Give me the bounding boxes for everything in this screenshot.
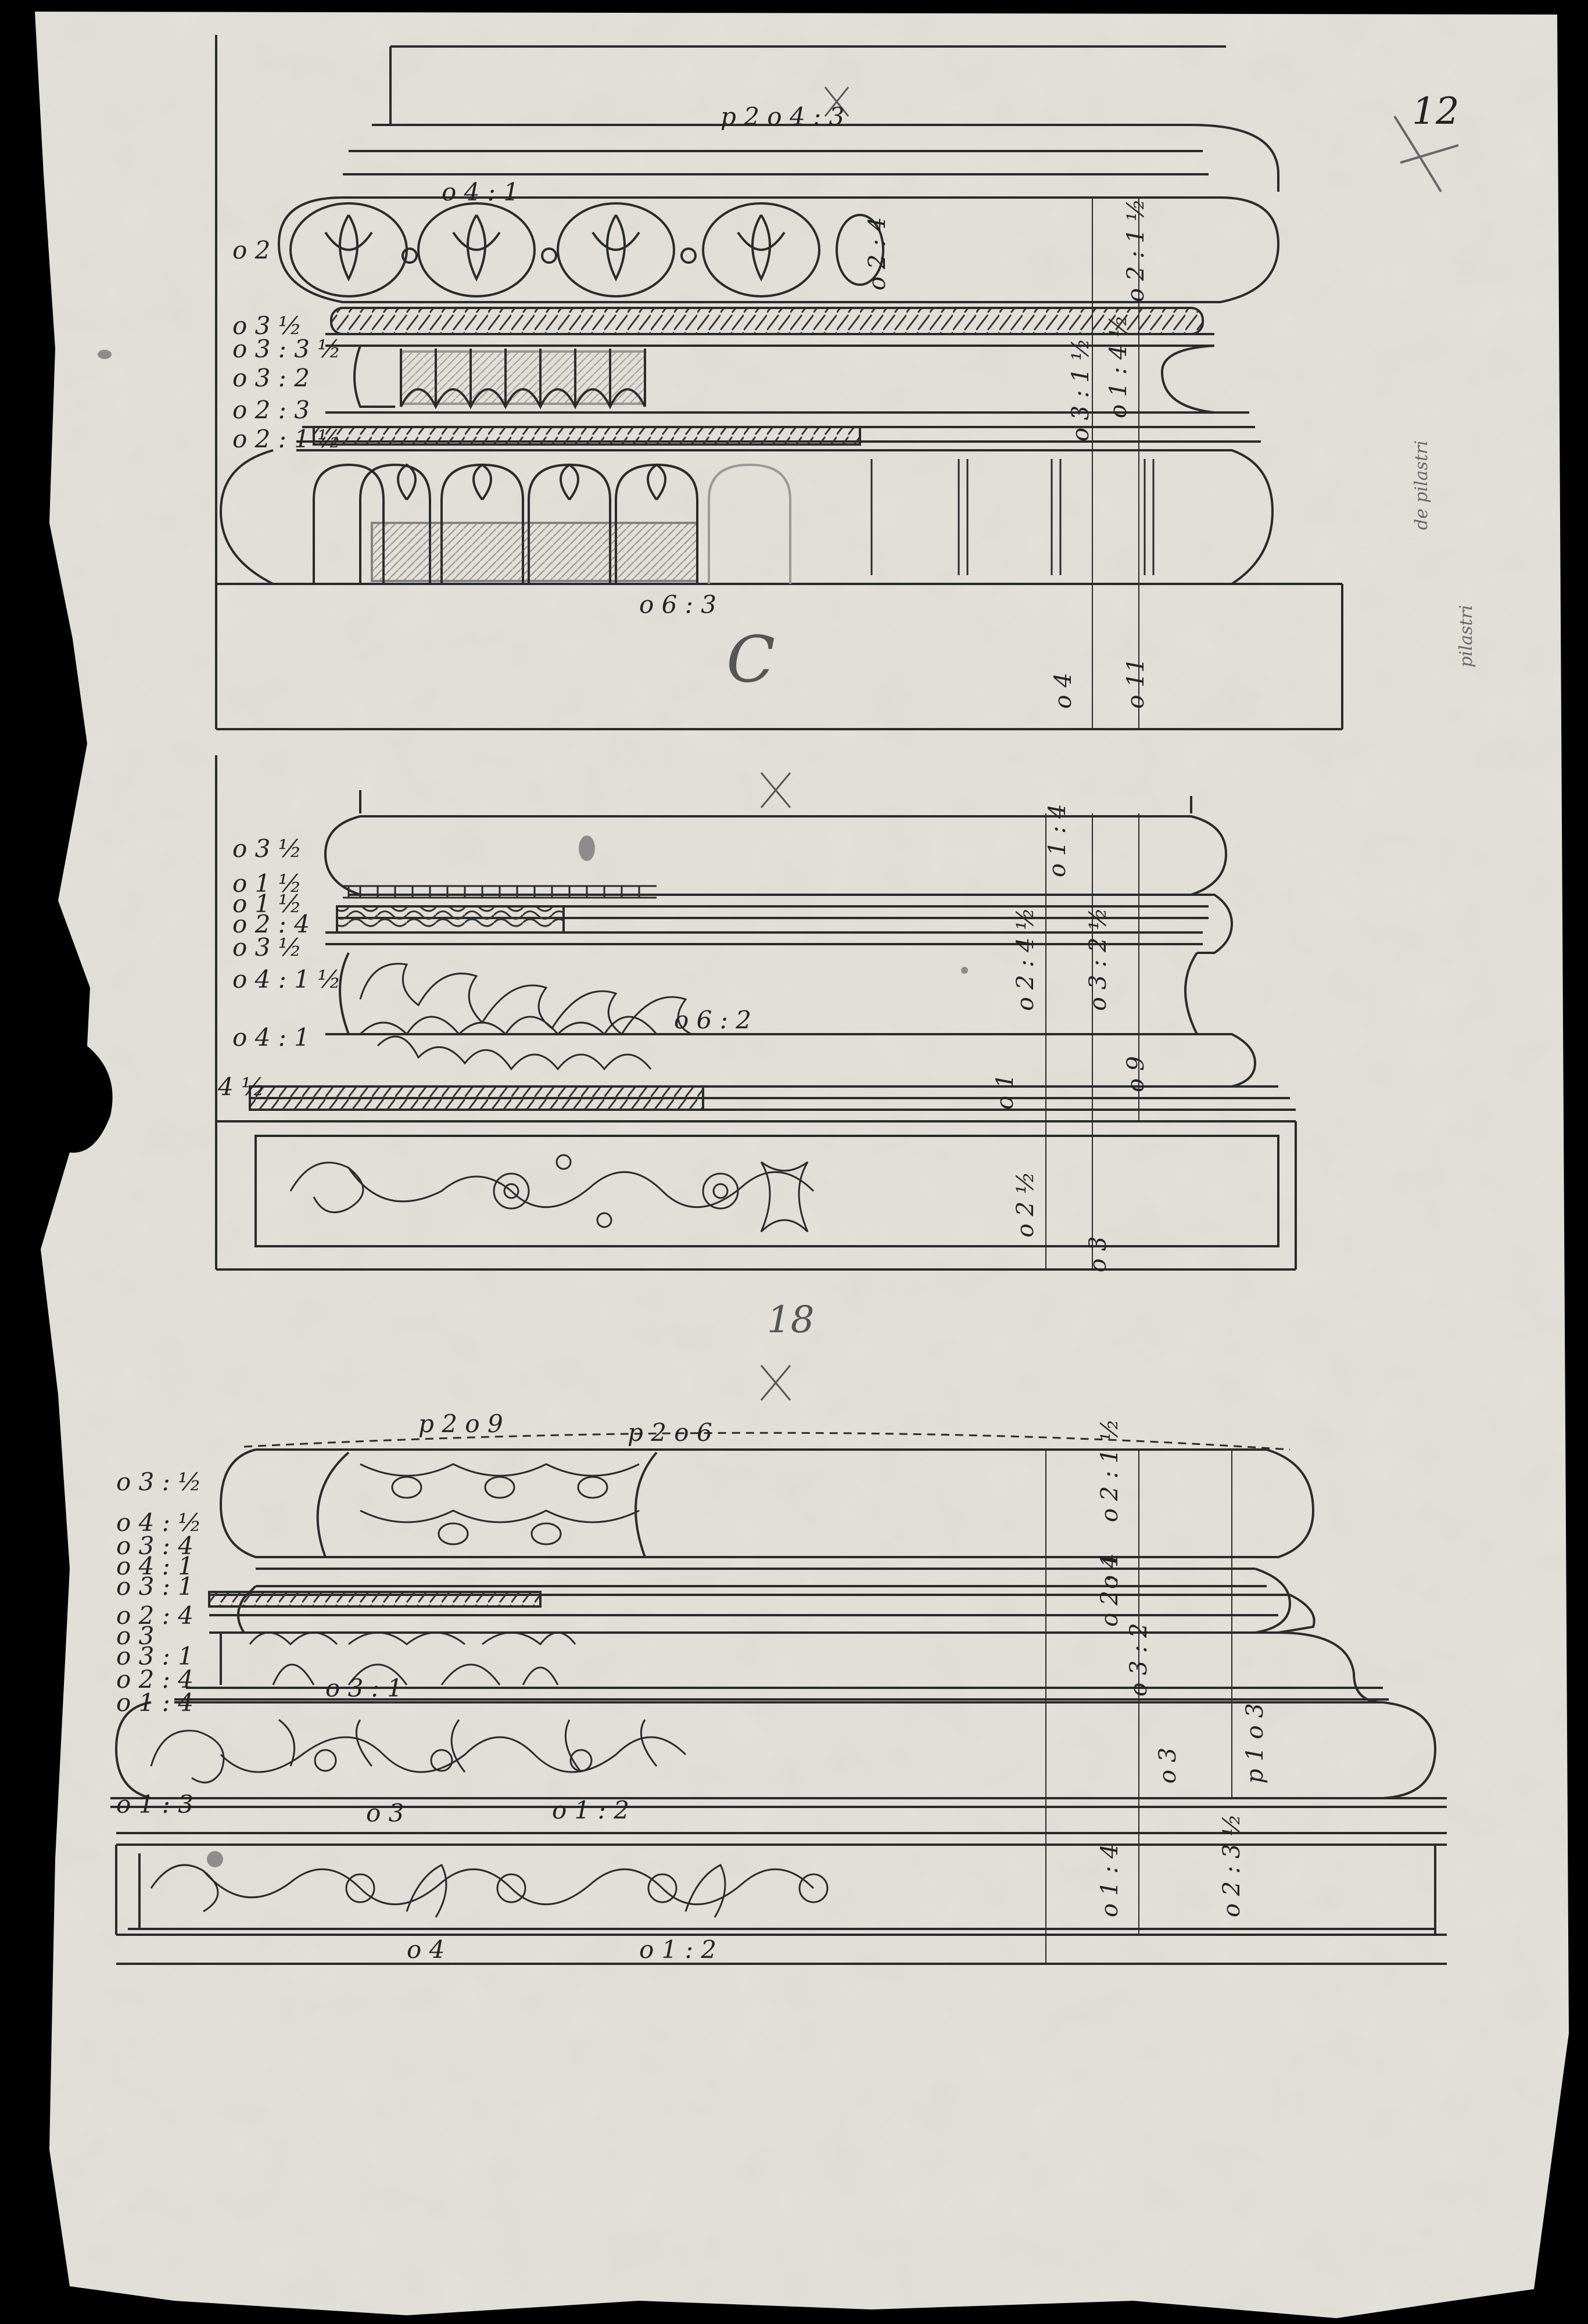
top-dim-inner-1: o 2 : 4 (864, 217, 891, 290)
bottom-dim-left-2: o 3 : 4 (116, 1532, 193, 1560)
top-dim-right-0: o 2 : 1 ½ (1123, 198, 1149, 302)
bottom-dim-left-0: o 3 : ½ (116, 1468, 202, 1496)
top-dim-right-1: o 1 : 4 ½ (1105, 314, 1132, 418)
bottom-dim-left-6: o 3 (116, 1622, 155, 1650)
top-dim-right-2: o 3 : 1 ½ (1067, 338, 1094, 442)
top-dim-left-1: o 3 ½ (232, 311, 302, 340)
bottom-dim-left-10: o 1 : 3 (116, 1790, 193, 1819)
bottom-dim-right-5: p 1 o 3 (1242, 1703, 1268, 1784)
bottom-dim-inner-4: o 1 : 2 (639, 1935, 716, 1964)
top-width-label: p 2 o 4 : 3 (720, 102, 845, 131)
bottom-width-label: p 2 o 9 (418, 1410, 503, 1438)
bottom-dim-left-1: o 4 : ½ (116, 1508, 202, 1537)
mid-dim-right-2: o 3 : 2 ½ (1085, 907, 1112, 1011)
mid-dim-right-5: o 2 ½ (1012, 1171, 1039, 1238)
bottom-width-label-2: p 2 o 6 (628, 1418, 712, 1447)
bottom-dim-left-9: o 1 : 4 (116, 1688, 193, 1717)
bottom-dim-left-4: o 3 : 1 (116, 1572, 193, 1601)
top-letter-c: C (726, 622, 776, 697)
margin-note-1: de pilastri (1411, 440, 1432, 530)
bottom-pedestal-base (110, 1432, 1447, 1965)
bottom-dim-right-2: o 2 : 4 (1096, 1553, 1123, 1627)
top-dim-left-3: o 3 : 2 (232, 364, 310, 392)
top-dim-right-4: o 11 (1123, 658, 1149, 709)
top-dim-inner-0: o 4 : 1 (442, 178, 519, 206)
ink-stains (98, 350, 968, 1867)
top-pedestal-base (215, 35, 1343, 730)
mid-dim-left-1: o 1 ½ (232, 869, 302, 898)
bottom-dim-left-3: o 4 : 1 (116, 1552, 193, 1580)
bottom-dim-right-0: o 2 : 1 ½ (1096, 1418, 1123, 1522)
mid-dim-left-5: o 4 : 1 ½ (232, 965, 341, 994)
bottom-dim-right-4: o 3 (1155, 1747, 1181, 1784)
bottom-dim-inner-0: o 3 : 1 (325, 1674, 403, 1702)
folio-number: 12 (1412, 90, 1460, 133)
mid-dim-right-3: o 9 (1123, 1056, 1149, 1092)
top-dim-right-3: o 4 (1050, 672, 1077, 709)
mid-dim-left-7: 4 ½ (218, 1073, 265, 1101)
top-dim-left-5: o 2 : 1 ½ (232, 425, 341, 453)
mid-dim-left-0: o 3 ½ (232, 834, 302, 863)
bottom-dim-inner-2: o 1 : 2 (552, 1796, 629, 1824)
cross-marks (760, 87, 1459, 1401)
mid-dim-right-6: o 3 (1085, 1236, 1112, 1272)
mid-dim-inner-0: o 6 : 2 (674, 1006, 751, 1034)
mid-dim-right-1: o 2 : 4 ½ (1012, 907, 1039, 1011)
bottom-dim-inner-1: o 3 (366, 1799, 404, 1827)
bottom-dim-right-3: o 3 : 2 (1125, 1623, 1152, 1697)
bottom-dim-left-5: o 2 : 4 (116, 1601, 193, 1630)
top-dim-left-4: o 2 : 3 (232, 396, 310, 424)
bottom-dim-left-7: o 3 : 1 (116, 1642, 193, 1670)
bottom-dim-left-8: o 2 : 4 (116, 1665, 193, 1694)
mid-dim-right-0: o 1 : 4 (1044, 804, 1071, 877)
top-dim-inner-2: o 6 : 3 (639, 590, 716, 619)
bottom-dim-right-7: o 2 : 3 ½ (1218, 1813, 1245, 1917)
mid-dim-left-6: o 4 : 1 (232, 1023, 310, 1052)
mid-dim-right-4: o 1 (992, 1073, 1019, 1110)
margin-note-2: pilastri (1456, 605, 1476, 668)
mid-dim-left-3: o 2 : 4 (232, 910, 310, 938)
bottom-dim-inner-3: o 4 (407, 1935, 445, 1964)
bottom-dim-right-6: o 1 : 4 (1096, 1844, 1123, 1917)
top-dim-left-0: o 2 (232, 236, 271, 264)
top-dim-left-2: o 3 : 3 ½ (232, 335, 341, 363)
mid-dim-left-4: o 3 ½ (232, 933, 302, 962)
bottom-number: 18 (767, 1299, 815, 1342)
mid-dim-left-2: o 1 ½ (232, 890, 302, 918)
middle-pedestal-base (215, 755, 1297, 1271)
